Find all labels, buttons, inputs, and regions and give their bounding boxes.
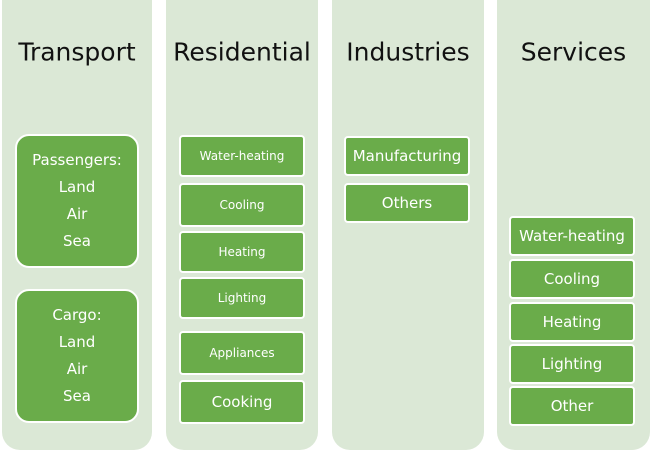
group-item: Air	[66, 360, 88, 378]
residential-item: Cooking	[179, 380, 305, 424]
residential-item: Heating	[179, 231, 305, 273]
industries-item: Others	[344, 183, 470, 223]
sector-title: Transport	[18, 37, 136, 67]
sector-title: Industries	[346, 37, 470, 67]
sector-column-industries: Industries	[332, 0, 484, 450]
residential-item: Cooling	[179, 183, 305, 227]
group-item: Sea	[63, 387, 91, 405]
industries-item: Manufacturing	[344, 136, 470, 176]
services-item: Water-heating	[509, 216, 635, 256]
sector-title: Services	[520, 37, 627, 67]
transport-group-passengers: Passengers: Land Air Sea	[15, 134, 139, 268]
residential-item: Appliances	[179, 331, 305, 375]
group-item: Sea	[63, 232, 91, 250]
services-item: Lighting	[509, 344, 635, 384]
services-item: Heating	[509, 302, 635, 342]
group-item: Air	[66, 205, 88, 223]
group-item: Land	[58, 333, 96, 351]
sector-title: Residential	[173, 37, 311, 67]
services-item: Other	[509, 386, 635, 426]
residential-item: Lighting	[179, 277, 305, 319]
residential-item: Water-heating	[179, 135, 305, 177]
group-heading: Passengers:	[32, 151, 122, 169]
services-item: Cooling	[509, 259, 635, 299]
group-item: Land	[58, 178, 96, 196]
transport-group-cargo: Cargo: Land Air Sea	[15, 289, 139, 423]
group-heading: Cargo:	[52, 306, 102, 324]
